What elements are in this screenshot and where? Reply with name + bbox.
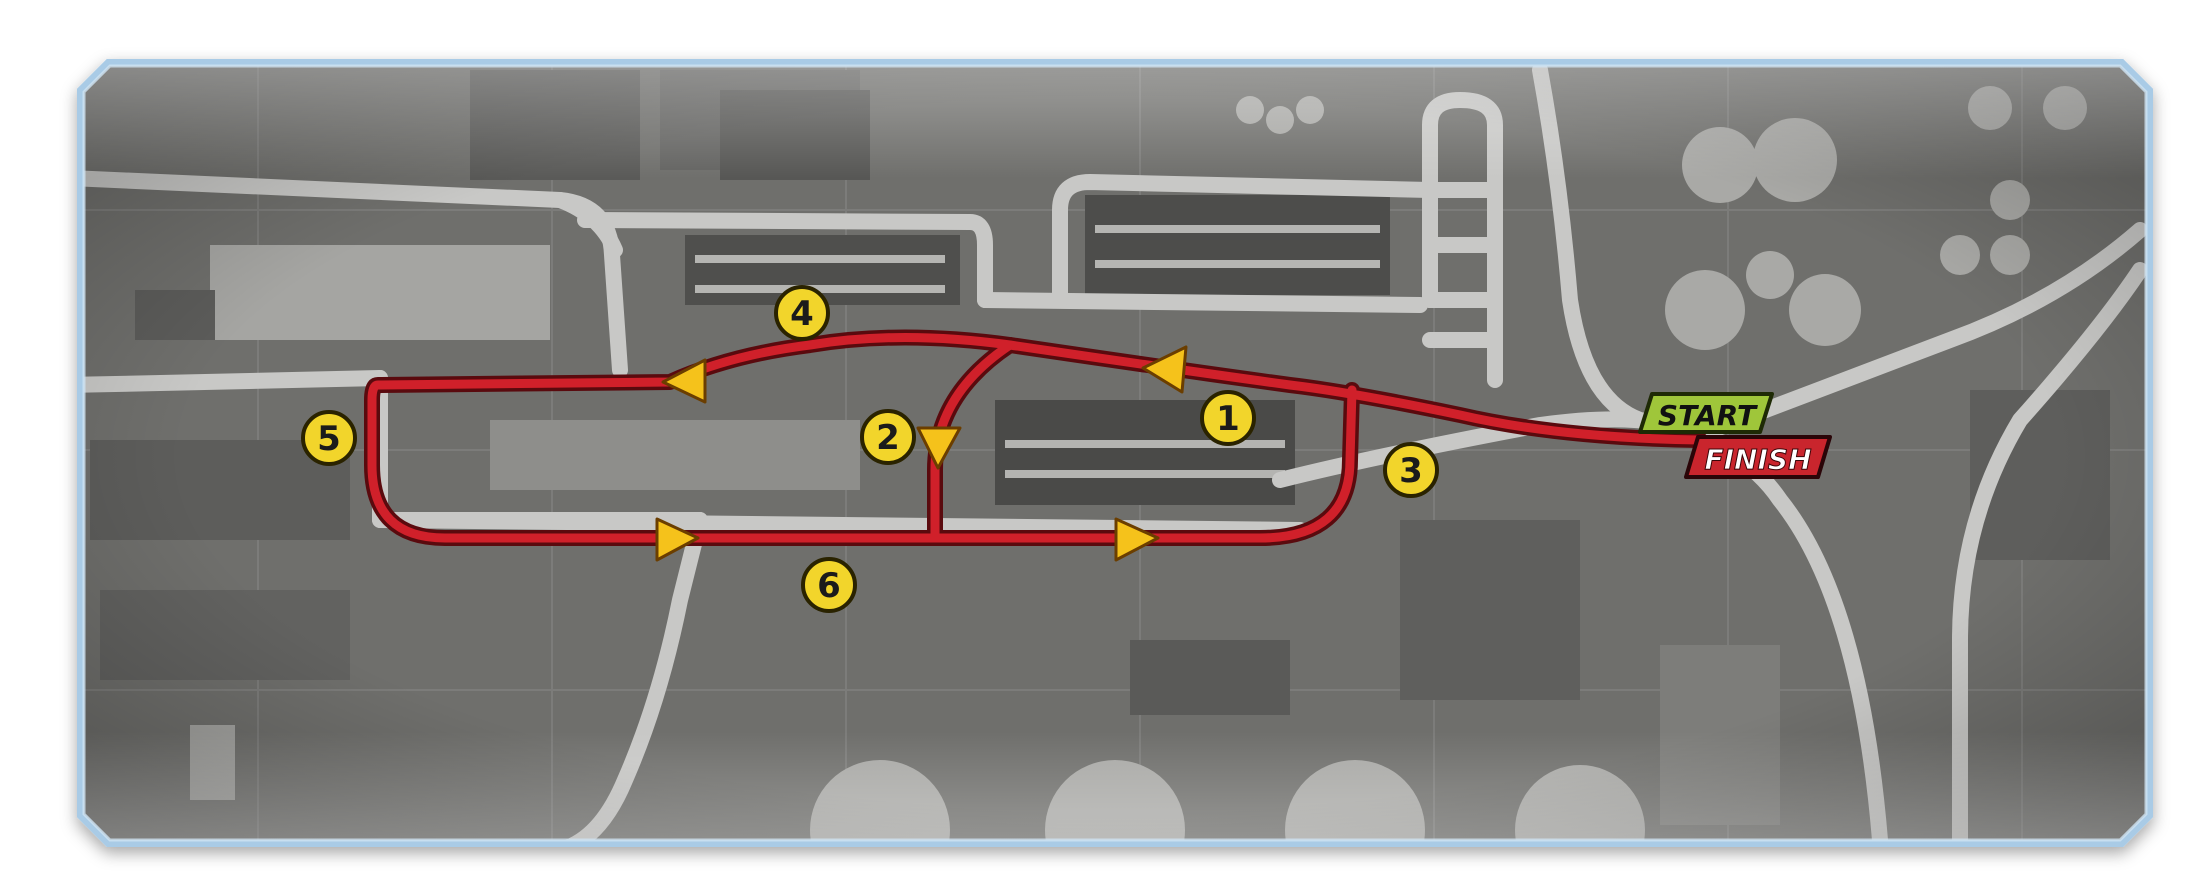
checkpoint-number: 1: [1216, 399, 1240, 439]
checkpoint-badge-3[interactable]: 3: [1383, 442, 1439, 498]
direction-arrow-icon: [916, 426, 962, 470]
start-label: START: [1658, 399, 1758, 432]
checkpoint-badge-4[interactable]: 4: [774, 285, 830, 341]
checkpoint-badge-2[interactable]: 2: [860, 409, 916, 465]
checkpoint-badge-1[interactable]: 1: [1200, 390, 1256, 446]
direction-arrow-icon: [655, 517, 700, 562]
direction-arrow-icon: [1114, 517, 1160, 562]
checkpoint-badge-5[interactable]: 5: [301, 410, 357, 466]
checkpoint-badges: 1 2 3 4 5 6: [301, 285, 1439, 613]
checkpoint-badge-6[interactable]: 6: [801, 557, 857, 613]
finish-marker[interactable]: FINISH: [1684, 435, 1832, 479]
checkpoint-number: 5: [317, 419, 341, 459]
checkpoint-number: 6: [817, 566, 841, 606]
checkpoint-number: 4: [790, 294, 814, 334]
checkpoint-number: 3: [1399, 451, 1423, 491]
finish-label: FINISH: [1705, 443, 1812, 476]
aerial-imagery: [84, 66, 2146, 840]
direction-arrow-icon: [661, 358, 707, 404]
direction-arrow-icon: [1141, 345, 1188, 394]
start-marker[interactable]: START: [1638, 392, 1774, 434]
checkpoint-number: 2: [876, 418, 900, 458]
map-frame-inner: [82, 64, 2148, 842]
route-arrows: [655, 345, 1188, 562]
